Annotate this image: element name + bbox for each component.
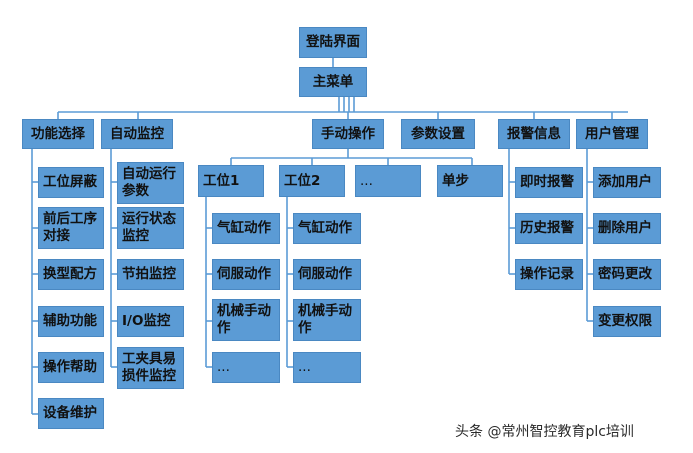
station-node: ... [355, 165, 421, 197]
root-login-screen: 登陆界面 [299, 27, 367, 58]
alarm-item: 历史报警 [515, 213, 583, 244]
auto-monitor-item: 运行状态监控 [117, 207, 184, 249]
auto-monitor-item: I/O监控 [117, 306, 184, 337]
category-alarm-info: 报警信息 [498, 119, 570, 149]
function-item: 前后工序对接 [38, 207, 104, 249]
function-item: 设备维护 [38, 398, 104, 429]
category-manual-operation: 手动操作 [312, 119, 384, 149]
station1-action: 伺服动作 [212, 259, 280, 290]
user-item: 密码更改 [593, 259, 661, 290]
station2-action: ... [293, 352, 361, 383]
station2-action: 机械手动作 [293, 299, 361, 341]
function-item: 工位屏蔽 [38, 167, 104, 198]
category-function-select: 功能选择 [22, 119, 94, 149]
station2-action: 气缸动作 [293, 213, 361, 244]
station1-action: 气缸动作 [212, 213, 280, 244]
watermark-text: 头条 @常州智控教育plc培训 [455, 424, 634, 440]
function-item: 辅助功能 [38, 306, 104, 337]
station1-action: ... [212, 352, 280, 383]
station-node: 单步 [437, 165, 503, 197]
category-parameter-setting: 参数设置 [401, 119, 475, 149]
user-item: 删除用户 [593, 213, 661, 244]
auto-monitor-item: 节拍监控 [117, 259, 184, 290]
station1-action: 机械手动作 [212, 299, 280, 341]
station2-action: 伺服动作 [293, 259, 361, 290]
function-item: 操作帮助 [38, 352, 104, 383]
alarm-item: 即时报警 [515, 167, 583, 198]
alarm-item: 操作记录 [515, 259, 583, 290]
auto-monitor-item: 工夹具易损件监控 [117, 347, 184, 389]
function-item: 换型配方 [38, 259, 104, 290]
station-node: 工位2 [279, 165, 345, 197]
category-user-management: 用户管理 [576, 119, 648, 149]
user-item: 添加用户 [593, 167, 661, 198]
auto-monitor-item: 自动运行参数 [117, 162, 184, 204]
category-auto-monitor: 自动监控 [101, 119, 173, 149]
main-menu-node: 主菜单 [299, 67, 367, 97]
user-item: 变更权限 [593, 306, 661, 337]
station-node: 工位1 [198, 165, 264, 197]
